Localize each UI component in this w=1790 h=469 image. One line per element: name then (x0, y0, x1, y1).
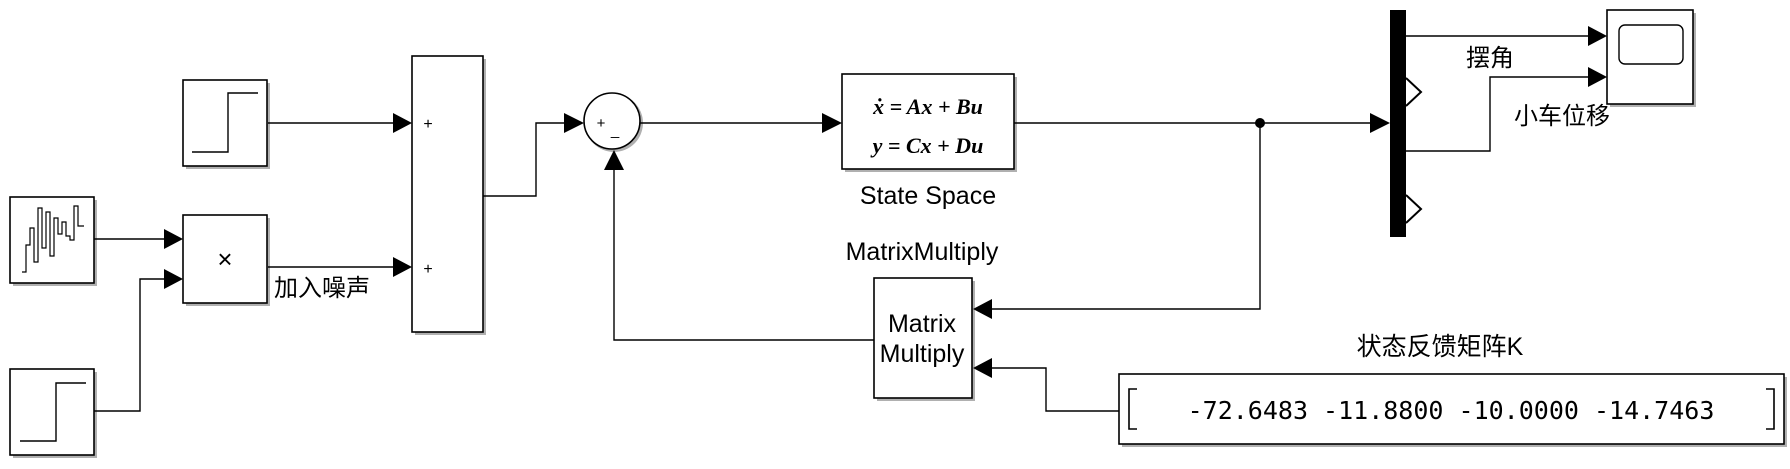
mux-block[interactable] (1390, 10, 1423, 237)
sum-sign: + (597, 115, 606, 132)
random-number-block[interactable] (9, 196, 97, 286)
product-block[interactable]: × (182, 214, 270, 306)
arrowhead (973, 299, 992, 319)
gain-matrix-block[interactable]: -72.6483 -11.8800 -10.0000 -14.7463 (1118, 373, 1787, 447)
state-space-label: State Space (860, 182, 996, 210)
matrix-multiply-title: MatrixMultiply (846, 238, 999, 266)
displacement-signal-label: 小车位移 (1514, 103, 1610, 130)
state-space-block[interactable]: ẋ = Ax + Bu y = Cx + Du (841, 73, 1017, 172)
sum-sign: + (423, 116, 432, 133)
sum-block-noise[interactable]: + + (411, 55, 486, 335)
sum-sign: + (423, 261, 432, 278)
step-block-bottom[interactable] (9, 368, 97, 458)
multiply-symbol: × (217, 244, 232, 274)
angle-signal-label: 摆角 (1466, 45, 1514, 72)
left-bracket (1128, 388, 1137, 430)
wire (992, 367, 1119, 412)
wire (1406, 76, 1588, 152)
step-icon (20, 382, 86, 442)
arrowhead (564, 113, 584, 133)
scope-block[interactable] (1606, 9, 1696, 107)
arrowhead (1588, 26, 1607, 46)
wire (613, 170, 874, 341)
step-block-top[interactable] (182, 79, 270, 169)
arrowhead (164, 269, 183, 289)
matrix-multiply-line1: Matrix (888, 310, 957, 338)
arrowhead (393, 257, 412, 277)
sum-circle-feedback[interactable]: + _ (583, 92, 643, 152)
gain-matrix-title: 状态反馈矩阵K (1357, 333, 1524, 361)
arrowhead (164, 229, 183, 249)
arrowhead (393, 113, 412, 133)
wire (94, 278, 164, 412)
arrowhead (822, 113, 842, 133)
random-signal-icon (22, 205, 84, 273)
wire (483, 122, 564, 197)
step-icon (192, 92, 258, 153)
state-equation: ẋ = Ax + Bu (872, 94, 983, 119)
output-equation: y = Cx + Du (870, 133, 984, 158)
mux-output-port (1405, 77, 1423, 107)
arrowhead (1588, 67, 1607, 87)
sum-sign: _ (610, 122, 620, 139)
mux-bar (1390, 10, 1406, 237)
wire (992, 123, 1261, 310)
matrix-multiply-line2: Multiply (880, 340, 965, 368)
right-bracket (1766, 388, 1775, 430)
matrix-multiply-block[interactable]: Matrix Multiply (873, 277, 975, 401)
arrowhead (973, 358, 992, 378)
mux-output-port (1405, 194, 1423, 224)
arrowhead (604, 150, 624, 170)
gain-matrix-value: -72.6483 -11.8800 -10.0000 -14.7463 (1188, 396, 1715, 425)
noise-signal-label: 加入噪声 (274, 275, 370, 302)
arrowhead (1370, 113, 1390, 133)
scope-screen-icon (1618, 24, 1684, 65)
